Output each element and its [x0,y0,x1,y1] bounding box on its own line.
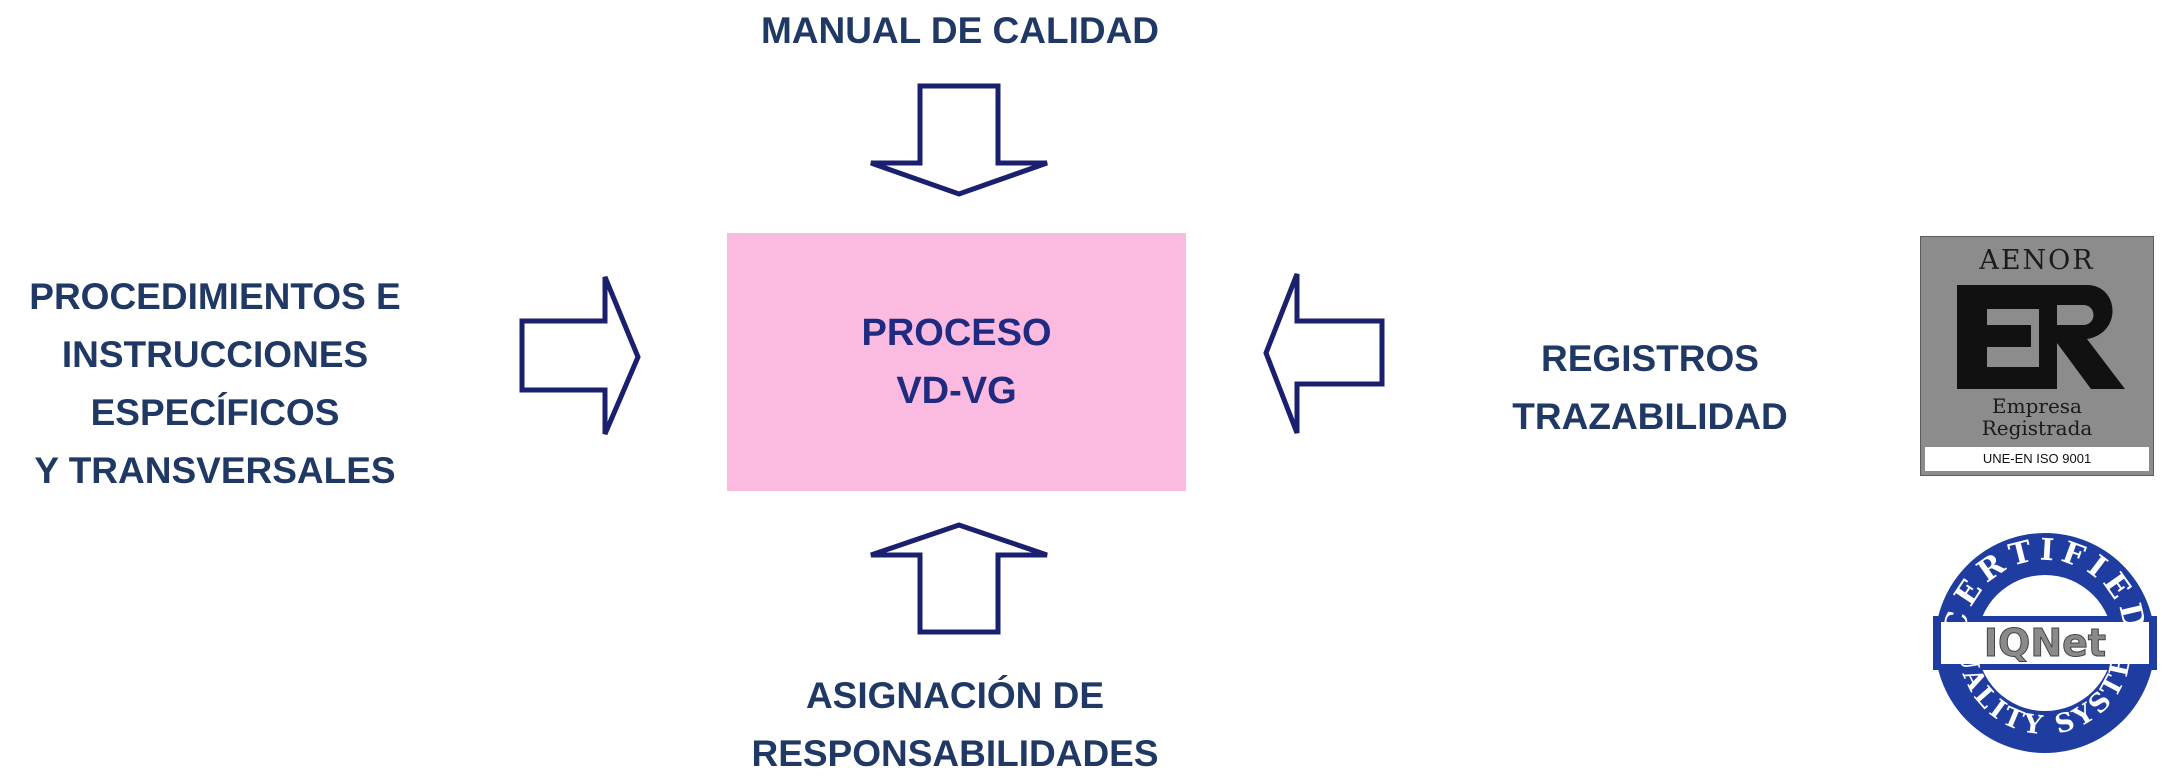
up-arrow-icon [870,522,1048,635]
aenor-standard: UNE-EN ISO 9001 [1925,447,2149,471]
label-line: Y TRANSVERSALES [34,450,396,491]
aenor-logo: AENOR Empresa Registrada UNE-EN ISO 9001 [1920,236,2154,476]
left-arrow-icon [1263,273,1385,434]
aenor-sub-line: Registrada [1981,416,2093,440]
er-mark-icon [1947,281,2127,393]
registros-label: REGISTROS TRAZABILIDAD [1480,330,1820,446]
procedimientos-label: PROCEDIMIENTOS E INSTRUCCIONES ESPECÍFIC… [0,268,430,500]
label-line: PROCEDIMIENTOS E [29,276,401,317]
label-line: TRAZABILIDAD [1512,396,1788,437]
aenor-brand: AENOR [1979,245,2095,276]
down-arrow-icon [870,83,1048,197]
aenor-sub-line: Empresa [1992,394,2082,418]
manual-de-calidad-label: MANUAL DE CALIDAD [700,2,1220,60]
label-line: ESPECÍFICOS [90,392,340,433]
iqnet-brand: IQNet [1984,621,2106,665]
label-line: REGISTROS [1541,338,1759,379]
process-line: PROCESO [861,312,1052,354]
aenor-subtitle: Empresa Registrada [1921,395,2153,439]
label-line: RESPONSABILIDADES [751,733,1159,774]
iqnet-logo: CERTIFIED QUALITY SYSTEM IQNet [1909,485,2164,778]
process-title: PROCESO VD-VG [727,304,1186,420]
label-line: MANUAL DE CALIDAD [760,10,1160,51]
label-line: INSTRUCCIONES [61,334,369,375]
label-line: ASIGNACIÓN DE [805,675,1105,716]
iqnet-seal-icon: CERTIFIED QUALITY SYSTEM IQNet [1909,485,2157,753]
asignacion-label: ASIGNACIÓN DE RESPONSABILIDADES [690,667,1220,783]
right-arrow-icon [519,276,641,435]
process-box: PROCESO VD-VG [727,233,1186,491]
process-line: VD-VG [896,370,1017,412]
